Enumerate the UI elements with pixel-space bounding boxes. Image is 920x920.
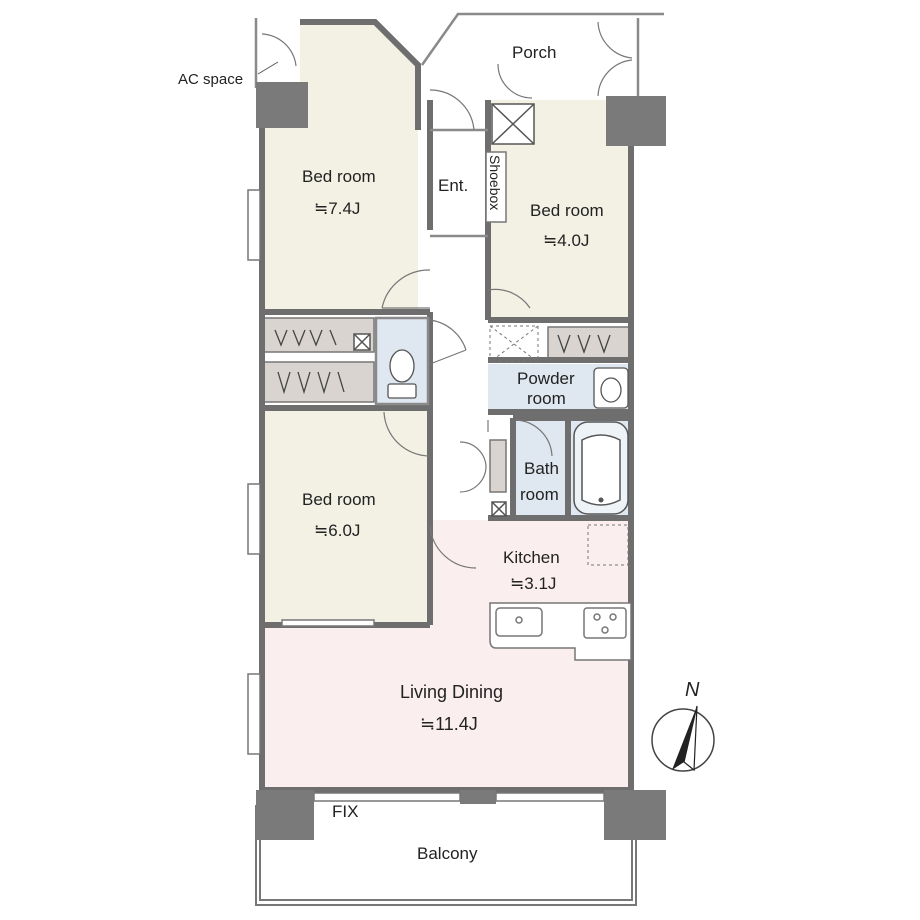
powder-room-line2: room bbox=[527, 389, 566, 408]
bath-room-line1: Bath bbox=[524, 459, 559, 478]
columns bbox=[256, 82, 666, 840]
living-dining-size: ≒11.4J bbox=[420, 714, 478, 734]
kitchen-size: ≒3.1J bbox=[510, 574, 557, 593]
toilet-icon bbox=[387, 349, 417, 399]
shoebox bbox=[485, 151, 507, 223]
bedroom-nw-name: Bed room bbox=[302, 167, 376, 186]
north-arrow-icon bbox=[651, 705, 715, 772]
windows bbox=[247, 189, 605, 802]
ac-leader-line bbox=[257, 61, 279, 75]
ac-space-label: AC space bbox=[178, 71, 244, 88]
bedroom-w-name: Bed room bbox=[302, 490, 376, 509]
closet-door-marks bbox=[274, 329, 611, 395]
balcony-label: Balcony bbox=[417, 844, 478, 863]
bedroom-w-fill bbox=[262, 408, 430, 623]
kitchen-name: Kitchen bbox=[503, 548, 560, 567]
kitchen-counter bbox=[489, 602, 632, 661]
shoebox-label: Shoebox bbox=[487, 155, 503, 211]
bedroom-ne-size: ≒4.0J bbox=[543, 231, 590, 250]
bedroom-nw-size: ≒7.4J bbox=[314, 199, 361, 218]
north-label: N bbox=[685, 679, 700, 701]
balcony-outline bbox=[255, 805, 637, 906]
bedroom-ne-name: Bed room bbox=[530, 201, 604, 220]
pipe-shafts bbox=[353, 103, 535, 517]
bath-room-line2: room bbox=[520, 485, 559, 504]
living-dining-name: Living Dining bbox=[400, 682, 504, 702]
bathtub-icon bbox=[573, 421, 629, 515]
porch-label: Porch bbox=[512, 43, 557, 62]
dashed-squares bbox=[489, 325, 629, 566]
door-swings bbox=[261, 21, 633, 569]
walls bbox=[259, 19, 634, 793]
washbasin-icon bbox=[593, 367, 629, 409]
bedroom-w-size: ≒6.0J bbox=[314, 521, 361, 540]
fix-label: FIX bbox=[332, 802, 359, 821]
powder-room-line1: Powder bbox=[517, 369, 575, 388]
entrance-label: Ent. bbox=[438, 176, 469, 195]
thin-walls bbox=[254, 12, 664, 406]
